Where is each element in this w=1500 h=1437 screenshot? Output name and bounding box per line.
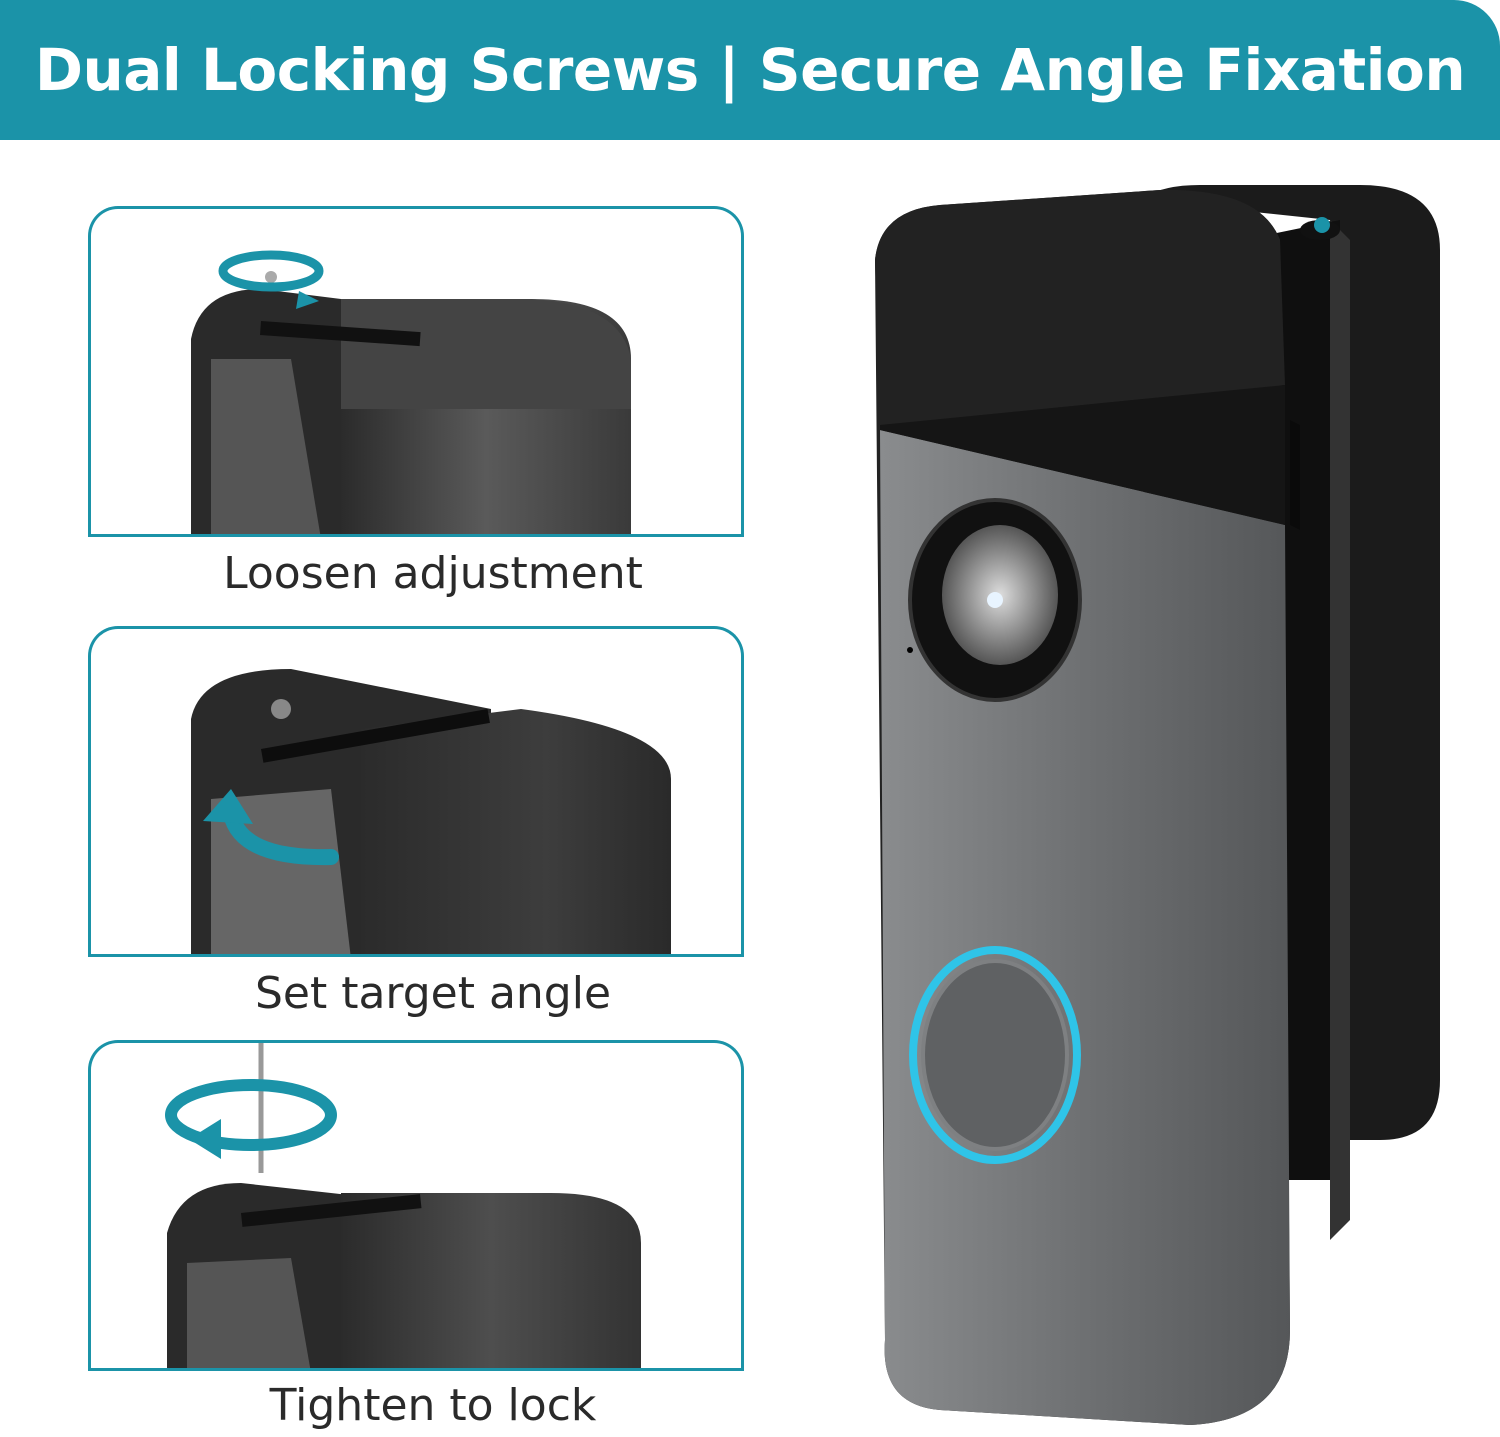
step-3-panel — [88, 1040, 744, 1370]
step-1-divider — [88, 534, 744, 537]
step-3-divider — [88, 1368, 744, 1371]
step-1-caption: Loosen adjustment — [223, 548, 643, 599]
curved-arrow-icon — [203, 789, 339, 866]
rotate-arrow-icon — [165, 1079, 337, 1159]
step-1-panel — [88, 206, 744, 536]
mount-closeup-illustration — [191, 271, 631, 536]
page-title: Dual Locking Screws | Secure Angle Fixat… — [34, 36, 1466, 104]
step-2-caption: Set target angle — [254, 968, 612, 1019]
step-3-caption: Tighten to lock — [269, 1380, 597, 1431]
mount-tighten-illustration — [167, 1043, 641, 1370]
header-banner: Dual Locking Screws | Secure Angle Fixat… — [0, 0, 1500, 140]
button-ring — [909, 946, 1081, 1164]
doorbell-with-mount-illustration — [875, 185, 1440, 1426]
step-2-divider — [88, 954, 744, 957]
step-2-panel — [88, 626, 744, 956]
mount-angle-illustration — [191, 669, 671, 956]
rotate-arrow-icon — [218, 250, 324, 309]
